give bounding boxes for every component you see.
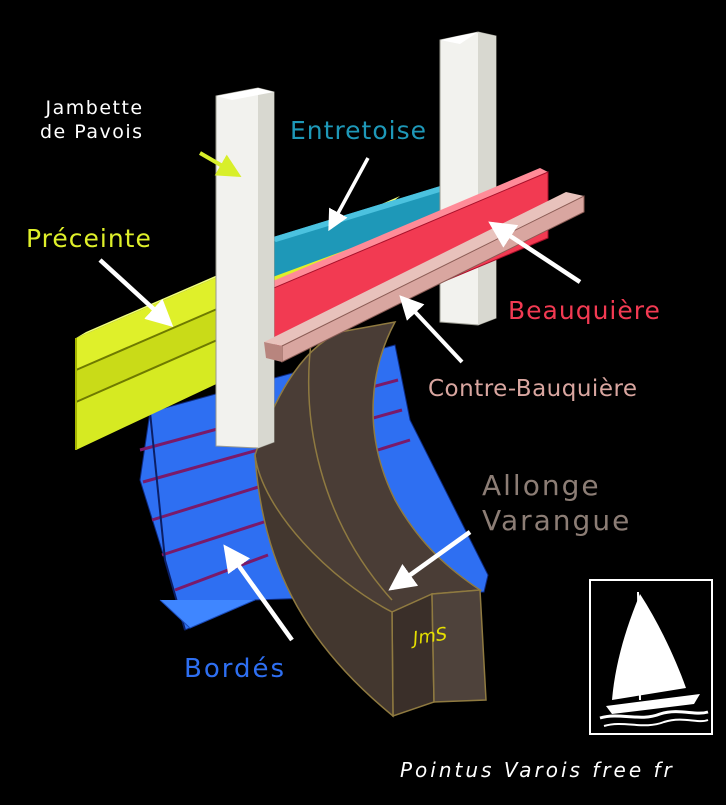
logo-box	[589, 579, 713, 735]
arrow-preceinte	[98, 258, 174, 328]
jambette-post-left	[215, 87, 275, 449]
label-jambette-de-pavois: Jambette de Pavois	[40, 96, 144, 144]
label-jambette-line1: Jambette	[45, 97, 144, 119]
sailboat-logo-icon	[599, 591, 709, 727]
arrows	[98, 151, 582, 642]
arrow-contre-bauquiere	[399, 295, 464, 364]
label-contre-bauquiere: Contre-Bauquière	[428, 376, 638, 402]
label-allonge-varangue: Allonge Varangue	[482, 468, 631, 538]
footer-credit: Pointus Varois free fr	[400, 758, 675, 782]
arrow-bordes	[223, 544, 294, 642]
label-entretoise: Entretoise	[290, 116, 428, 145]
label-bordes: Bordés	[184, 654, 287, 684]
label-jambette-line2: de Pavois	[40, 121, 144, 143]
label-allonge-line1: Allonge	[482, 469, 601, 502]
arrow-beauquiere	[488, 221, 582, 284]
arrow-allonge	[388, 530, 472, 591]
label-allonge-line2: Varangue	[482, 504, 632, 537]
arrow-jambette	[198, 151, 242, 178]
label-preceinte: Préceinte	[26, 224, 152, 253]
jambette-post-right	[439, 31, 497, 326]
arrow-entretoise	[328, 157, 370, 232]
label-beauquiere: Beauquière	[508, 296, 661, 325]
entretoise-beam	[270, 180, 466, 278]
allonge-varangue-frame	[254, 320, 487, 718]
